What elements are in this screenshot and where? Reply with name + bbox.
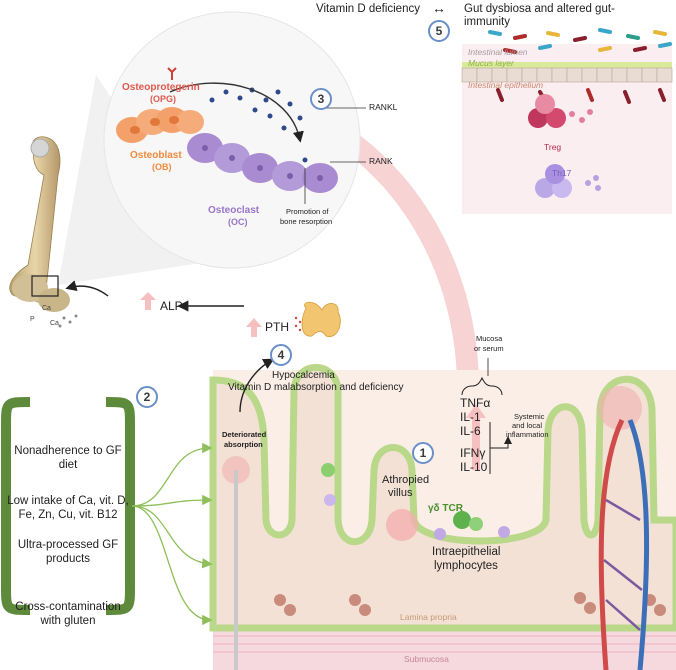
malabsorption-label: Vitamin D malabsorption and deficiency xyxy=(228,382,404,393)
iel-label: Intraepithelial xyxy=(432,546,501,558)
absorption-arrow xyxy=(239,358,275,413)
systemic-label-3: inflammation xyxy=(506,430,549,439)
rankl-dots xyxy=(209,87,308,163)
lamina-propria-label: Lamina propria xyxy=(400,612,457,622)
il1-label: IL-1 xyxy=(460,410,481,424)
ifn-label: IFNγ xyxy=(460,446,486,460)
il10-label: IL-10 xyxy=(460,460,488,474)
alp-up-arrow xyxy=(140,292,156,310)
bone-ca-label: Ca xyxy=(42,305,51,312)
gd-tcr-label: γδ TCR xyxy=(428,503,463,514)
deteriorated-absorption-label-2: absorption xyxy=(224,440,263,449)
promotion-label-2: bone resorption xyxy=(280,217,333,226)
atrophied-villus-label-2: villus xyxy=(388,487,413,499)
step-badge-3: 3 xyxy=(310,88,332,110)
osteoclast-abbrev: (OC) xyxy=(228,217,248,227)
step-badge-4: 4 xyxy=(270,344,292,366)
mucosa-serum-label-2: or serum xyxy=(474,344,504,353)
mucus-label: Mucus layer xyxy=(468,58,514,68)
treg-label: Treg xyxy=(544,142,562,152)
epithelium-cells xyxy=(461,67,673,83)
osteoclast-cells xyxy=(187,133,338,193)
promotion-label: Promotion of xyxy=(286,207,329,216)
tnf-label: TNFα xyxy=(460,396,491,410)
alp-label: ALP xyxy=(160,299,183,313)
cause-low-intake: Low intake of Ca, vit. D,Fe, Zn, Cu, vit… xyxy=(7,495,129,521)
lumen-label: Intestinal lumen xyxy=(468,47,528,57)
big-pink-arrow xyxy=(324,118,480,396)
osteoblast-cells xyxy=(116,107,204,143)
deteriorated-absorption-label: Deteriorated xyxy=(222,430,267,439)
alp-to-bone-arrow xyxy=(65,280,109,297)
epithelium-label: Intestinal epithelium xyxy=(468,80,544,90)
cytokine-bracket xyxy=(489,422,508,474)
double-arrow: ↔ xyxy=(432,0,446,16)
gut-dysbiosis-label-2: immunity xyxy=(464,16,511,28)
opg-label: Osteoprotegerin xyxy=(122,82,200,93)
intraepithelial-lymphocytes xyxy=(434,511,510,540)
rankl-label: RANKL xyxy=(369,102,398,112)
submucosa-label: Submucosa xyxy=(404,654,449,664)
systemic-label-2: and local xyxy=(512,421,543,430)
mucosa-serum-label: Mucosa xyxy=(476,334,503,343)
step-badge-2: 2 xyxy=(136,386,158,408)
step-badge-5: 5 xyxy=(428,20,450,42)
blood-vessel-red xyxy=(598,418,625,670)
il6-label: IL-6 xyxy=(460,424,481,438)
blood-vessel-blue xyxy=(627,419,650,670)
pth-up-arrow xyxy=(246,318,262,337)
pth-label: PTH xyxy=(265,320,289,334)
gut-dysbiosis-label: Gut dysbiosa and altered gut- xyxy=(464,3,615,15)
atrophied-villus-label: Athropied xyxy=(382,474,430,486)
osteoblast-label: Osteoblast xyxy=(130,150,182,161)
villi-mucosa xyxy=(209,364,676,632)
osteoblast-abbrev: (OB) xyxy=(152,162,172,172)
systemic-label: Systemic xyxy=(514,412,545,421)
rank-label: RANK xyxy=(369,156,393,166)
step-badge-1: 1 xyxy=(412,442,434,464)
opg-receptor xyxy=(167,67,177,80)
opg-abbrev: (OPG) xyxy=(150,94,176,104)
cytokine-brace xyxy=(461,376,503,396)
opg-to-rank-arrow xyxy=(169,82,304,143)
cause-nonadherence: Nonadherence to GF diet xyxy=(14,445,122,471)
femur xyxy=(9,136,70,312)
th17-label: Th17 xyxy=(552,168,572,178)
osteoclast-label: Osteoclast xyxy=(208,205,260,216)
vitd-deficiency-label: Vitamin D deficiency xyxy=(316,3,420,15)
submucosa-band xyxy=(213,628,676,670)
causes-bracket-left xyxy=(1,397,31,615)
inflammation-spot xyxy=(386,509,418,541)
iel-label-2: lymphocytes xyxy=(434,560,498,572)
bone-p-label: P xyxy=(30,316,35,323)
bone-zoom-box xyxy=(31,275,59,297)
bone-ca2-label: Ca xyxy=(50,320,59,327)
causes-bracket-right xyxy=(105,397,135,615)
bone-cell-circle xyxy=(103,11,361,269)
thyroid xyxy=(301,301,341,337)
th17-cell xyxy=(535,178,555,198)
hypocalcemia-label: Hypocalcemia xyxy=(272,370,335,381)
cytokine-up-arrow xyxy=(466,404,486,470)
